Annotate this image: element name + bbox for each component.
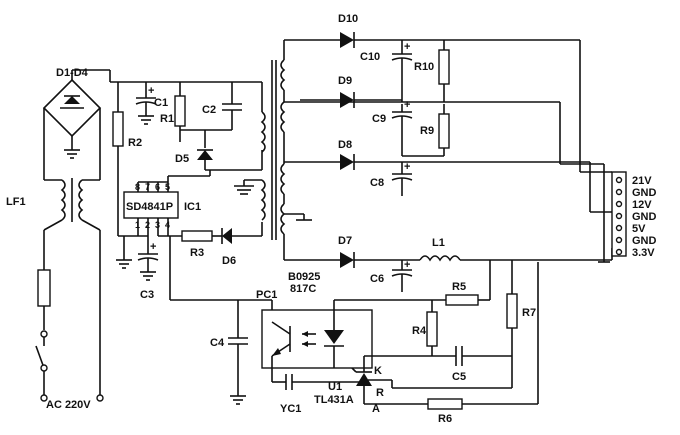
label-r9: R9 xyxy=(420,125,434,137)
output-label-3: 12V xyxy=(632,199,652,211)
label-r2: R2 xyxy=(128,137,142,149)
optocoupler-pc1 xyxy=(261,299,446,382)
ic-pin-4: 4 xyxy=(165,220,170,230)
pin-r: R xyxy=(376,387,384,399)
label-ic-ref: IC1 xyxy=(184,201,201,213)
label-c6: C6 xyxy=(370,273,384,285)
output-label-7: 3.3V xyxy=(632,247,655,259)
rail-21v xyxy=(284,32,612,173)
label-d6: D6 xyxy=(222,255,236,267)
ic-ground-network xyxy=(116,235,159,281)
aux-winding xyxy=(234,179,266,221)
pin-a: A xyxy=(372,403,380,415)
resistor-r2 xyxy=(112,82,124,236)
primary-bus xyxy=(109,70,263,112)
label-d7: D7 xyxy=(338,235,352,247)
aux-feed xyxy=(158,222,263,244)
capacitor-yc1 xyxy=(272,374,364,390)
label-r6: R6 xyxy=(438,413,452,425)
label-d9: D9 xyxy=(338,75,352,87)
output-label-4: GND xyxy=(632,211,657,223)
label-c4: C4 xyxy=(210,337,225,349)
output-label-6: GND xyxy=(632,235,657,247)
label-ac-input: AC 220V xyxy=(46,399,91,411)
label-c9: C9 xyxy=(372,113,386,125)
output-label-1: 21V xyxy=(632,175,652,187)
label-c10: C10 xyxy=(360,51,380,63)
label-c1: C1 xyxy=(154,97,168,109)
primary-winding xyxy=(260,111,266,153)
plus-c10: + xyxy=(404,41,410,53)
label-ic-part: SD4841P xyxy=(126,201,173,213)
label-r3: R3 xyxy=(190,247,204,259)
ic-pin-5: 5 xyxy=(165,182,170,192)
label-d8: D8 xyxy=(338,139,352,151)
capacitor-c1 xyxy=(135,82,157,125)
plus-c6: + xyxy=(404,259,410,271)
power-switch xyxy=(35,337,104,402)
feedback-resistors xyxy=(364,260,518,388)
rail-12v xyxy=(300,92,450,157)
transformer-core xyxy=(271,60,277,240)
label-r7: R7 xyxy=(522,307,536,319)
label-c8: C8 xyxy=(370,177,384,189)
label-bridge: D1-D4 xyxy=(56,67,89,79)
plus-c1: + xyxy=(148,85,154,97)
output-label-5: 5V xyxy=(632,223,646,235)
plus-c9: + xyxy=(404,99,410,111)
capacitor-c5 xyxy=(432,346,512,366)
pin-k: K xyxy=(374,365,382,377)
ic1-controller xyxy=(123,170,211,236)
label-r4: R4 xyxy=(412,325,427,337)
label-r5: R5 xyxy=(452,281,466,293)
plus-c3: + xyxy=(150,241,156,253)
rail-3v3 xyxy=(284,248,613,292)
label-c2: C2 xyxy=(202,104,216,116)
fuse xyxy=(37,269,51,338)
label-pc-part2: 817C xyxy=(290,283,316,295)
ic-pin-6: 6 xyxy=(155,182,160,192)
bridge-rectifier xyxy=(42,69,110,180)
label-d10: D10 xyxy=(338,13,358,25)
ic-pin-7: 7 xyxy=(145,182,150,192)
feedback-wiring xyxy=(169,236,273,405)
label-pc-part1: B0925 xyxy=(288,271,320,283)
label-d5: D5 xyxy=(175,153,189,165)
ground-rail xyxy=(284,90,610,263)
secondary-windings xyxy=(280,40,312,260)
label-l1: L1 xyxy=(432,237,445,249)
plus-c8: + xyxy=(404,161,410,173)
line-filter xyxy=(43,178,101,395)
label-pc1: PC1 xyxy=(256,289,277,301)
ic-pin-3: 3 xyxy=(155,220,160,230)
ic-pin-8: 8 xyxy=(135,182,140,192)
label-u1: U1 xyxy=(328,381,342,393)
ic-pin-1: 1 xyxy=(135,220,140,230)
regulator-u1 xyxy=(351,356,512,405)
label-c3: C3 xyxy=(140,289,154,301)
label-yc1: YC1 xyxy=(280,403,301,415)
label-r10: R10 xyxy=(414,61,434,73)
label-filter: LF1 xyxy=(6,196,26,208)
ic-pin-2: 2 xyxy=(145,220,150,230)
label-c5: C5 xyxy=(452,371,466,383)
resistor-r6 xyxy=(427,262,539,410)
label-u1-part: TL431A xyxy=(314,394,354,406)
snubber-network xyxy=(174,82,263,171)
output-connector xyxy=(611,171,627,257)
output-label-2: GND xyxy=(632,187,657,199)
rail-5v xyxy=(284,154,612,213)
label-r1: R1 xyxy=(160,113,174,125)
